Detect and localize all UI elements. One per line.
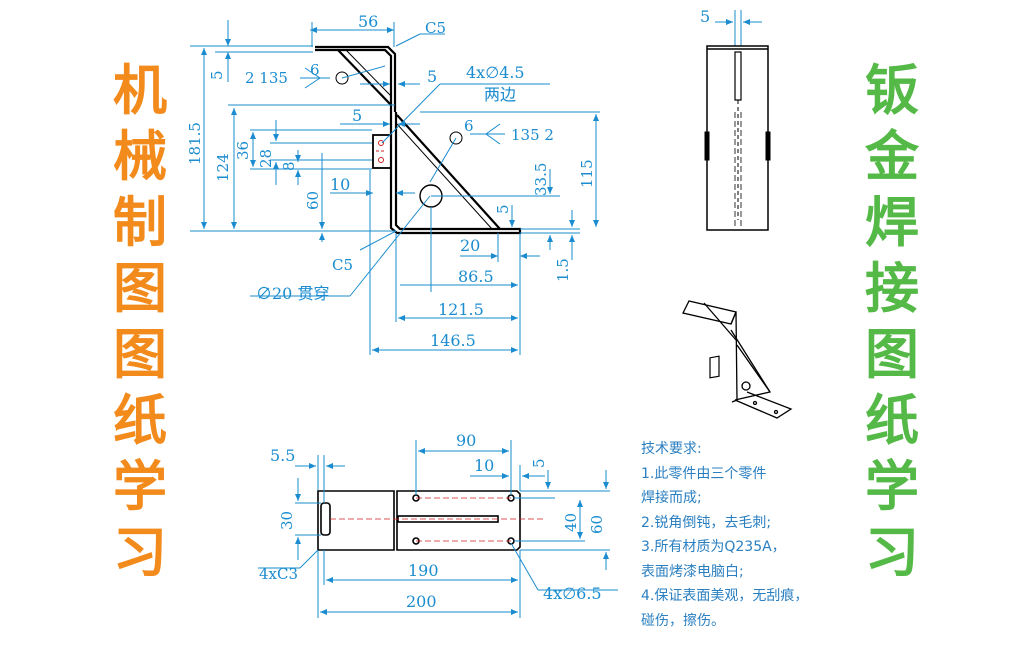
- dim-200: 200: [406, 592, 437, 611]
- holes-note: 4x∅4.5: [466, 63, 525, 82]
- dim-121-5: 121.5: [438, 300, 484, 319]
- requirement-line: 碰伤，擦伤。: [641, 612, 725, 629]
- holes-note-both-sides: 两边: [484, 85, 516, 104]
- dim-1-5: 1.5: [554, 258, 572, 282]
- dim-90: 90: [456, 431, 476, 450]
- dim-60-bottom: 60: [588, 515, 606, 534]
- right-title-char: 接: [865, 257, 919, 320]
- dim-146-5: 146.5: [430, 331, 476, 350]
- weld-left-size: 6: [310, 61, 320, 79]
- dim-5-right: 5: [427, 67, 437, 86]
- dim-181-5: 181.5: [186, 122, 204, 165]
- left-title-char: 纸: [113, 389, 167, 452]
- requirements-heading: 技术要求:: [641, 441, 702, 457]
- bottom-view: 5.5 90 10 5 30 40 60 4xC3 190 200 4x∅6.5: [258, 431, 618, 618]
- dim-60: 60: [304, 191, 322, 210]
- chamfer-bottom-label: C5: [332, 256, 353, 274]
- weld-left-label: 2 135: [245, 69, 288, 87]
- bottom-center-lines: [330, 497, 545, 542]
- dim-10: 10: [330, 175, 350, 194]
- weld-right-size: 6: [464, 117, 474, 135]
- right-title-char: 习: [865, 521, 919, 584]
- left-title-char: 制: [113, 191, 167, 254]
- side-part-outline: [704, 45, 771, 231]
- dim-20: 20: [460, 236, 480, 255]
- left-title-char: 习: [113, 521, 167, 584]
- dim-5-left: 5: [208, 70, 226, 80]
- requirement-line: 2.锐角倒钝，去毛刺;: [641, 514, 772, 531]
- front-view: 56 C5 5 2 135 6 5 4x∅4.5 两边 5 135 2 6 18…: [186, 12, 600, 355]
- dim-5-base: 5: [494, 204, 512, 214]
- tab-holes: [376, 140, 386, 163]
- dim-5-bottom: 5: [530, 458, 548, 468]
- left-title-char: 机: [113, 59, 167, 122]
- chamfer-4xc3: 4xC3: [259, 565, 298, 583]
- weld-right-label: 135 2: [511, 126, 554, 144]
- right-title-char: 金: [865, 125, 919, 188]
- dim-56: 56: [358, 12, 378, 31]
- isometric-view: [682, 300, 793, 419]
- front-part-outline: [315, 45, 522, 235]
- requirement-line: 焊接而成;: [641, 490, 702, 506]
- right-title-char: 学: [865, 455, 919, 518]
- dim-30: 30: [278, 511, 296, 530]
- dim-28: 28: [257, 149, 275, 168]
- hole-note: ∅20 贯穿: [256, 284, 329, 303]
- dim-8: 8: [280, 161, 298, 171]
- left-title-char: 图: [113, 323, 167, 386]
- dim-5-5: 5.5: [270, 446, 295, 465]
- right-vertical-title: 钣 金 焊 接 图 纸 学 习: [852, 58, 932, 586]
- left-title-char: 学: [113, 455, 167, 518]
- right-title-char: 钣: [865, 59, 919, 122]
- bottom-dimension-lines: [258, 440, 618, 618]
- dim-33-5: 33.5: [532, 163, 550, 196]
- requirement-line: 3.所有材质为Q235A，: [641, 539, 786, 555]
- dim-190: 190: [408, 561, 439, 580]
- side-view: 5: [700, 7, 771, 231]
- requirement-line: 1.此零件由三个零件: [641, 465, 767, 482]
- dim-40: 40: [562, 513, 580, 532]
- dim-86-5: 86.5: [458, 267, 494, 286]
- requirement-line: 4.保证表面美观，无刮痕，: [641, 588, 809, 604]
- front-dimension-lines: [190, 20, 600, 355]
- side-dim-5: 5: [700, 7, 710, 26]
- left-title-char: 械: [113, 125, 167, 188]
- holes-6-5-note: 4x∅6.5: [543, 584, 602, 603]
- dim-115: 115: [578, 159, 596, 188]
- requirement-line: 表面烤漆电脑白;: [641, 563, 744, 580]
- right-title-char: 纸: [865, 389, 919, 452]
- technical-requirements: 技术要求: 1.此零件由三个零件 焊接而成; 2.锐角倒钝，去毛刺; 3.所有材…: [641, 437, 871, 633]
- dim-36: 36: [234, 141, 252, 160]
- left-vertical-title: 机 械 制 图 图 纸 学 习: [100, 58, 180, 586]
- right-title-char: 图: [865, 323, 919, 386]
- left-title-char: 图: [113, 257, 167, 320]
- dim-5-mid: 5: [352, 106, 362, 125]
- right-title-char: 焊: [865, 191, 919, 254]
- chamfer-top-label: C5: [425, 19, 446, 37]
- dim-124: 124: [214, 153, 232, 182]
- dim-10-bottom: 10: [474, 456, 494, 475]
